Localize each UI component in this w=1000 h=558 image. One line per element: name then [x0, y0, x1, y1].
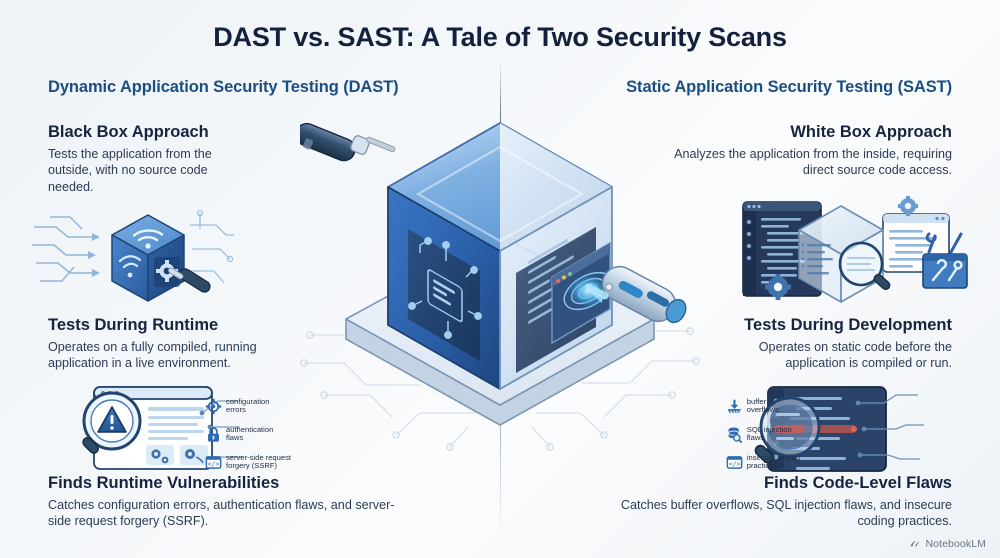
svg-text:</>: </> [208, 460, 220, 468]
sast-findings-annotation-list: buffer overflows SQL injection flaws </> [726, 392, 800, 476]
feature-heading: White Box Approach [790, 123, 952, 141]
feature-body: Analyzes the application from the inside… [674, 146, 952, 178]
notebooklm-label: NotebookLM [925, 538, 986, 550]
feature-body: Catches configuration errors, authentica… [48, 497, 395, 529]
wifi-icon-left [118, 255, 142, 269]
annotation-item: authentication flaws [205, 420, 291, 448]
bug-icon [185, 449, 204, 464]
feature-heading: Tests During Development [744, 316, 952, 334]
download-overflow-icon [726, 398, 743, 415]
toolbox-icon [922, 232, 968, 289]
notebooklm-watermark: NotebookLM [909, 538, 986, 550]
laser-scanner-probe [584, 265, 687, 324]
title-accent: DAST vs. SAST: [213, 22, 415, 52]
annotation-text: authentication flaws [226, 424, 274, 442]
feature-block-black-box: Black Box Approach Tests the application… [48, 123, 253, 196]
transparent-cube-code-toolbox-illustration [737, 192, 972, 314]
magnifier-icon [754, 396, 821, 464]
wifi-cube [111, 214, 185, 302]
annotation-connectors [858, 394, 924, 460]
feature-body: Tests the application from the outside, … [48, 146, 212, 195]
gear-icon-large [765, 274, 791, 300]
dark-code-editor-magnifier-illustration [728, 383, 978, 475]
title-rest: A Tale of Two Security Scans [414, 22, 787, 52]
gear-icon-top [898, 196, 918, 216]
cube-left-face [387, 186, 501, 390]
wifi-icon-top [132, 229, 164, 242]
feature-heading: Finds Runtime Vulnerabilities [48, 474, 280, 492]
page-title: DAST vs. SAST: A Tale of Two Security Sc… [0, 22, 1000, 53]
annotation-item: </> server-side request forgery (SSRF) [205, 448, 291, 476]
annotation-text: insecure coding practices [746, 452, 800, 470]
incoming-traffic-arrows [32, 216, 92, 282]
magnifier-icon [838, 241, 891, 290]
split-isometric-security-cube-illustration [295, 95, 700, 475]
chip-circuit-icon [408, 237, 482, 339]
feature-heading: Finds Code-Level Flaws [764, 474, 952, 492]
browser-window-magnifier-warning-illustration [52, 383, 297, 475]
feature-body: Catches buffer overflows, SQL injection … [620, 497, 952, 529]
screwdriver-probe [295, 122, 396, 162]
column-subtitle-sast: Static Application Security Testing (SAS… [626, 78, 952, 96]
annotation-item: buffer overflows [726, 392, 800, 420]
feature-block-tests-during-development: Tests During Development Operates on sta… [712, 316, 952, 372]
notebooklm-logo-icon [909, 538, 921, 550]
annotation-item: configuration errors [205, 392, 291, 420]
feature-block-white-box: White Box Approach Analyzes the applicat… [672, 123, 952, 179]
wrench-icon [931, 258, 948, 282]
feature-heading: Tests During Runtime [48, 316, 219, 334]
screwdriver-icon-small [947, 260, 963, 282]
wifi-cube-screwdriver-illustration [30, 205, 235, 315]
feature-body: Operates on a fully compiled, running ap… [48, 339, 257, 371]
feature-block-finds-runtime-vulnerabilities: Finds Runtime Vulnerabilities Catches co… [48, 474, 408, 530]
feature-block-tests-during-runtime: Tests During Runtime Operates on a fully… [48, 316, 308, 372]
gear-icon-small [151, 449, 169, 464]
annotation-text: buffer overflows [746, 396, 779, 414]
feature-heading: Black Box Approach [48, 123, 209, 141]
annotation-text: SQL injection flaws [746, 424, 792, 442]
screwdriver-icon [168, 267, 211, 293]
annotation-text: server-side request forgery (SSRF) [226, 452, 291, 470]
code-window-icon: </> [726, 454, 743, 471]
column-subtitle-dast: Dynamic Application Security Testing (DA… [48, 78, 399, 96]
feature-block-finds-code-level-flaws: Finds Code-Level Flaws Catches buffer ov… [597, 474, 952, 530]
database-magnifier-icon [726, 426, 743, 443]
feature-body: Operates on static code before the appli… [758, 339, 952, 371]
lock-icon [205, 426, 222, 443]
annotation-item: SQL injection flaws [726, 420, 800, 448]
code-window-icon: </> [205, 454, 222, 471]
annotation-text: configuration errors [226, 396, 270, 414]
svg-text:</>: </> [728, 460, 740, 468]
dast-findings-annotation-list: configuration errors authentication flaw… [205, 392, 291, 476]
magnifier-warning-icon [82, 391, 142, 454]
annotation-item: </> insecure coding practices [726, 448, 800, 476]
gear-icon [205, 398, 222, 415]
